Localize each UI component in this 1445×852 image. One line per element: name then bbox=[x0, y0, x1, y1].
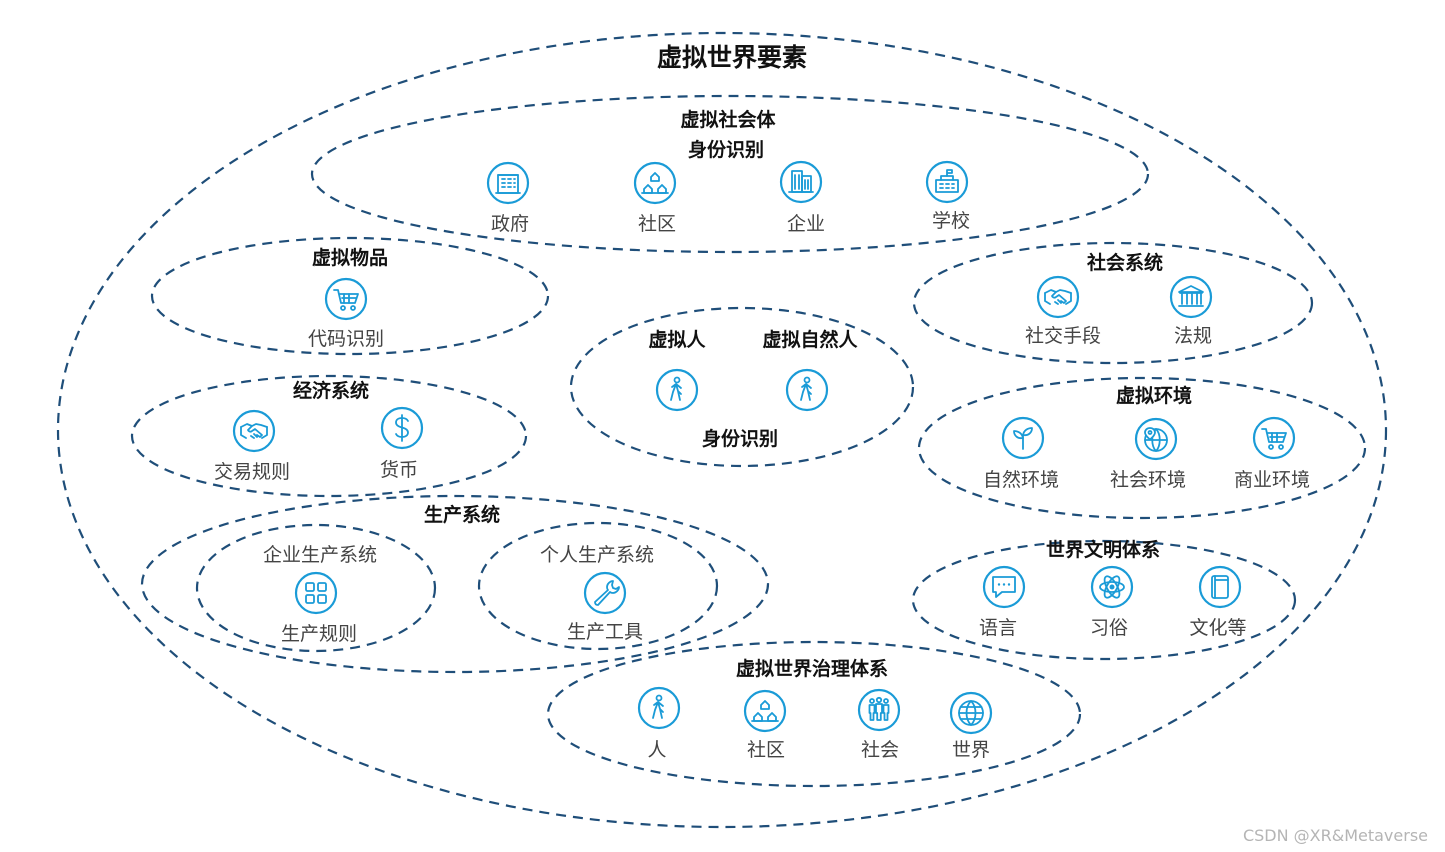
group-virtual-person: 虚拟人 虚拟自然人 身份识别 bbox=[569, 306, 915, 468]
group-virtual-society: 虚拟社会体 身份识别 政府 社区 企业 学校 bbox=[310, 94, 1150, 254]
personal-production-title: 个人生产系统 bbox=[540, 544, 654, 566]
enterprise-production-title: 企业生产系统 bbox=[263, 544, 377, 566]
group-virtual-environment: 虚拟环境 自然环境 社会环境 商业环境 bbox=[917, 376, 1367, 520]
item-label: 生产工具 bbox=[567, 621, 643, 643]
globe-icon bbox=[949, 691, 993, 735]
item-label: 语言 bbox=[979, 617, 1017, 639]
group-civilization-title: 世界文明体系 bbox=[1046, 538, 1160, 561]
chat-icon bbox=[982, 565, 1026, 609]
book-icon bbox=[1198, 565, 1242, 609]
outer-ellipse bbox=[56, 31, 1388, 829]
group-civilization: 世界文明体系 语言 习俗 文化等 bbox=[911, 538, 1297, 661]
group-virtual-person-footer: 身份识别 bbox=[702, 427, 778, 450]
group-production-title: 生产系统 bbox=[424, 503, 500, 526]
group-social-system: 社会系统 社交手段 法规 bbox=[912, 241, 1314, 365]
item-label: 习俗 bbox=[1090, 617, 1128, 639]
walking-person-icon bbox=[637, 686, 681, 730]
people-icon bbox=[857, 688, 901, 732]
item-label: 代码识别 bbox=[308, 328, 384, 350]
grid-icon bbox=[294, 571, 338, 615]
watermark: CSDN @XR&Metaverse bbox=[1243, 826, 1428, 845]
item-label: 自然环境 bbox=[983, 469, 1059, 491]
group-economy: 经济系统 交易规则 货币 bbox=[130, 374, 528, 498]
item-label: 社区 bbox=[638, 213, 676, 235]
handshake-icon bbox=[232, 409, 276, 453]
item-label: 企业 bbox=[787, 213, 825, 235]
item-label: 法规 bbox=[1174, 325, 1212, 347]
item-label: 生产规则 bbox=[281, 623, 357, 645]
cart-icon bbox=[1252, 416, 1296, 460]
group-production: 生产系统 企业生产系统 生产规则 个人生产系统 生产工具 bbox=[140, 494, 770, 674]
item-label: 货币 bbox=[380, 459, 418, 481]
walking-person-icon bbox=[655, 368, 699, 412]
houses-icon bbox=[743, 689, 787, 733]
item-label: 商业环境 bbox=[1234, 469, 1310, 491]
office-icon bbox=[779, 160, 823, 204]
item-label: 社区 bbox=[747, 739, 785, 761]
item-label: 文化等 bbox=[1189, 617, 1246, 639]
globe-pin-icon bbox=[1134, 417, 1178, 461]
item-label: 社会环境 bbox=[1110, 469, 1186, 491]
group-virtual-society-title: 虚拟社会体 bbox=[680, 108, 776, 131]
group-virtual-environment-title: 虚拟环境 bbox=[1116, 384, 1192, 407]
sprout-icon bbox=[1001, 416, 1045, 460]
houses-icon bbox=[633, 161, 677, 205]
item-label: 人 bbox=[647, 739, 666, 761]
group-economy-title: 经济系统 bbox=[293, 379, 369, 402]
main-title: 虚拟世界要素 bbox=[657, 43, 807, 72]
item-label: 学校 bbox=[932, 210, 970, 232]
school-icon bbox=[925, 160, 969, 204]
group-governance: 虚拟世界治理体系 人 社区 社会 世界 bbox=[546, 640, 1082, 788]
group-virtual-society-subtitle: 身份识别 bbox=[688, 138, 764, 161]
item-label: 社会 bbox=[861, 739, 899, 761]
group-virtual-goods: 虚拟物品 代码识别 bbox=[150, 236, 550, 356]
item-label: 交易规则 bbox=[214, 461, 290, 483]
group-social-system-title: 社会系统 bbox=[1086, 251, 1163, 274]
handshake-icon bbox=[1036, 275, 1080, 319]
group-governance-title: 虚拟世界治理体系 bbox=[736, 657, 888, 680]
group-virtual-natural-person-title: 虚拟自然人 bbox=[762, 328, 858, 351]
group-virtual-goods-title: 虚拟物品 bbox=[312, 246, 388, 269]
group-virtual-person-title: 虚拟人 bbox=[648, 328, 706, 351]
cart-icon bbox=[324, 277, 368, 321]
item-label: 政府 bbox=[491, 213, 529, 235]
courthouse-icon bbox=[1169, 275, 1213, 319]
atom-icon bbox=[1090, 565, 1134, 609]
building-icon bbox=[486, 161, 530, 205]
item-label: 世界 bbox=[952, 739, 990, 761]
item-label: 社交手段 bbox=[1025, 325, 1101, 347]
walking-person-icon bbox=[785, 368, 829, 412]
dollar-icon bbox=[380, 406, 424, 450]
wrench-icon bbox=[583, 571, 627, 615]
